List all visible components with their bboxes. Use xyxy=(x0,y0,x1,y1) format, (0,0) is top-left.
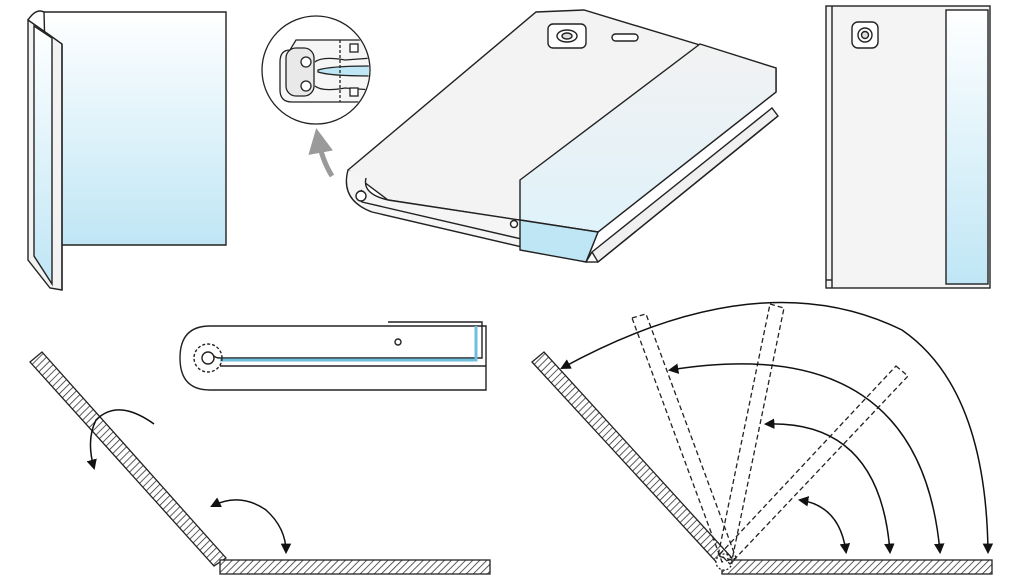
inset-pointer-arrow xyxy=(308,128,335,178)
hinge-detail-inset xyxy=(261,15,371,178)
open-book-perspective xyxy=(27,10,227,291)
front-sensor xyxy=(509,219,519,229)
multi-angle-fold-sequence xyxy=(531,301,994,575)
hinge-curve xyxy=(27,10,45,21)
angle-arc-3 xyxy=(667,363,945,555)
side-panel-edge xyxy=(33,24,53,287)
seq-upper-leaf-section xyxy=(531,351,733,567)
section-hinge-dashed xyxy=(193,343,223,373)
section-flex-screen xyxy=(220,326,478,362)
seq-hinge-pivot xyxy=(715,553,733,571)
main-screen-panel xyxy=(43,11,227,246)
dashed-leaf-2 xyxy=(717,303,785,561)
section-sensor xyxy=(394,338,402,346)
close-direction-arrow xyxy=(210,497,292,555)
dashed-leaf-3 xyxy=(719,365,909,565)
seq-lower-leaf-section xyxy=(721,559,993,575)
folded-device-front xyxy=(825,5,991,289)
angle-arc-1 xyxy=(797,496,851,555)
angle-arc-2 xyxy=(763,418,895,555)
open-direction-arrow xyxy=(86,409,155,471)
folded-side-section xyxy=(179,321,487,391)
folded-device-perspective xyxy=(345,9,779,264)
speaker-slot xyxy=(611,33,639,42)
inset-flex-screen xyxy=(317,65,369,77)
section-upper-plate xyxy=(220,321,483,359)
front-outer-screen xyxy=(945,9,989,285)
partial-fold-angle xyxy=(29,351,491,575)
angle-arc-4 xyxy=(560,301,994,555)
lower-leaf-section xyxy=(219,559,491,575)
upper-leaf-section xyxy=(29,351,227,567)
